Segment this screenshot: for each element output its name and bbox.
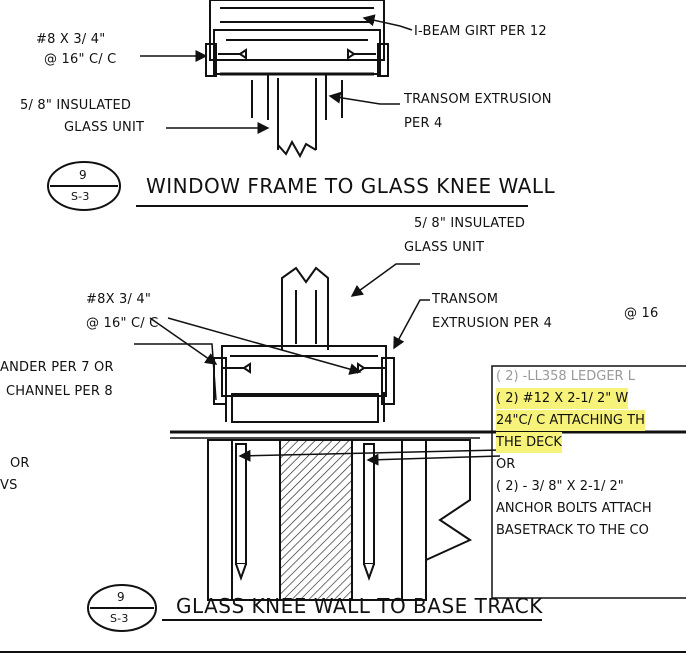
bottom-screw-label-2: @ 16" C/ C: [86, 316, 159, 331]
note-line-or: OR: [496, 457, 516, 472]
note-line-anchor: ANCHOR BOLTS ATTACH: [496, 501, 652, 516]
top-screws: [218, 48, 376, 60]
top-detail-title: WINDOW FRAME TO GLASS KNEE WALL: [146, 174, 556, 198]
note-line-screws: ( 2) #12 X 2-1/ 2" W: [496, 388, 629, 409]
bottom-glass-leader: [350, 263, 420, 297]
bottom-glass-label-1: 5/ 8" INSULATED: [414, 216, 526, 231]
expander-label-2: CHANNEL PER 8: [6, 384, 113, 399]
top-glass-label-2: GLASS UNIT: [64, 120, 145, 135]
expander-leader: [134, 343, 217, 401]
bottom-glass-label-2: GLASS UNIT: [404, 240, 485, 255]
bottom-bubble-number: 9: [117, 590, 125, 604]
bottom-screw-label-1: #8X 3/ 4": [86, 292, 152, 307]
note-line-basetrack: BASETRACK TO THE CO: [496, 523, 649, 538]
top-glass-label-1: 5/ 8" INSULATED: [20, 98, 132, 113]
top-frame-assembly: [205, 0, 389, 159]
note-line-spacing: 24"C/ C ATTACHING TH: [496, 410, 645, 431]
note-line-bolts: ( 2) - 3/ 8" X 2-1/ 2": [496, 479, 624, 494]
girt-label: I-BEAM GIRT PER 12: [414, 24, 547, 39]
left-fragment-2: VS: [0, 478, 18, 493]
bottom-frame-assembly: [213, 345, 395, 423]
note-leader-1: [238, 449, 501, 462]
bottom-bubble-sheet: S-3: [110, 612, 129, 625]
top-screw-label-1: #8 X 3/ 4": [36, 32, 106, 47]
spacing-fragment: @ 16: [624, 306, 659, 321]
i-beam-girt-body: [209, 0, 385, 61]
top-transom-label-1: TRANSOM EXTRUSION: [404, 92, 552, 107]
bottom-screw-leader-2: [167, 317, 362, 375]
top-transom-leader: [328, 91, 400, 105]
expander-label-1: ANDER PER 7 OR: [0, 360, 114, 375]
bottom-detail-bubble: [87, 584, 157, 632]
top-detail-bubble: [47, 161, 121, 211]
girt-leader: [362, 14, 413, 31]
bottom-transom-leader: [393, 299, 430, 350]
bottom-transom-label-1: TRANSOM: [432, 292, 499, 307]
top-frame-box: [213, 29, 381, 75]
top-bubble-number: 9: [79, 168, 87, 182]
bottom-glass-unit: [281, 266, 329, 350]
note-leader-2: [366, 453, 501, 466]
top-bubble-sheet: S-3: [71, 190, 90, 203]
bottom-screw-leader-1: [149, 317, 218, 365]
hatched-ledger: [279, 439, 353, 601]
anchor-bolts: [235, 443, 375, 581]
note-box-border: [491, 365, 686, 599]
bottom-transom-label-2: EXTRUSION PER 4: [432, 316, 553, 331]
bottom-screws: [222, 362, 386, 374]
top-transom-label-2: PER 4: [404, 116, 443, 131]
bottom-detail-title: GLASS KNEE WALL TO BASE TRACK: [176, 594, 543, 618]
top-screw-label-2: @ 16" C/ C: [44, 52, 117, 67]
note-line-deck: THE DECK: [496, 432, 562, 453]
note-line-ledger: ( 2) -LL358 LEDGER L: [496, 369, 635, 384]
left-fragment-1: OR: [10, 456, 30, 471]
